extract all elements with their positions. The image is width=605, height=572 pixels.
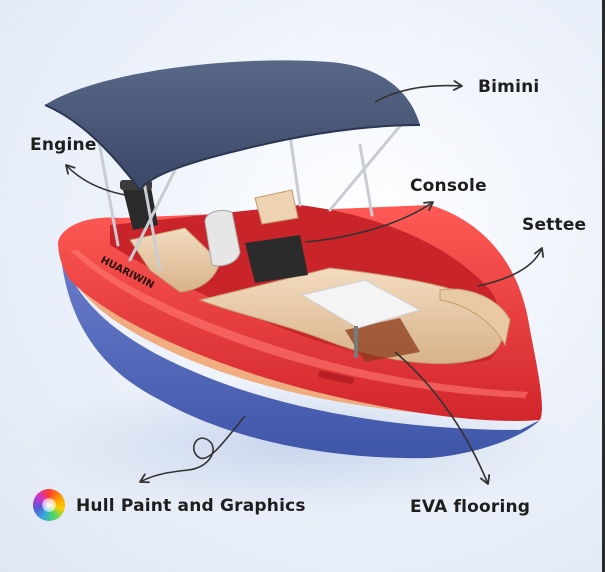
callout-line-console	[304, 201, 434, 243]
bimini-canopy	[45, 60, 420, 190]
label-console: Console	[410, 176, 487, 196]
eva-flooring	[345, 318, 420, 362]
hull-vent	[318, 370, 354, 385]
window-edge	[602, 0, 605, 572]
callout-line-eva	[394, 351, 491, 485]
table-leg	[354, 326, 358, 358]
bimini-canopy-edge	[44, 104, 421, 192]
console-seat-front	[254, 189, 299, 225]
table-top	[300, 279, 422, 329]
label-hull-paint: Hull Paint and Graphics	[76, 496, 306, 516]
label-bimini: Bimini	[478, 77, 540, 97]
hull-lower	[60, 245, 540, 459]
callout-line-bimini	[374, 80, 463, 103]
callout-line-settee	[477, 247, 545, 287]
label-engine: Engine	[30, 135, 97, 155]
callout-line-hull	[139, 415, 246, 484]
captain-chair	[204, 209, 241, 267]
console-body	[245, 235, 308, 283]
callout-line-engine	[65, 164, 126, 196]
settee-back	[439, 288, 511, 347]
label-settee: Settee	[522, 215, 587, 235]
label-eva-flooring: EVA flooring	[410, 497, 531, 517]
engine-body	[122, 182, 158, 230]
color-wheel-icon	[33, 489, 65, 521]
